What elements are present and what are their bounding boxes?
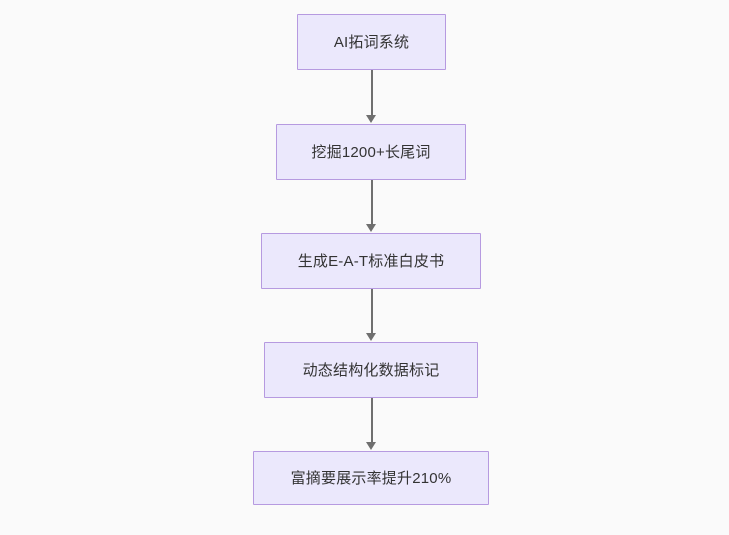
flow-node-label: 挖掘1200+长尾词 — [311, 143, 431, 161]
edge-line — [371, 70, 373, 116]
flow-node-dynamic-structured-data-markup[interactable]: 动态结构化数据标记 — [264, 342, 478, 398]
arrowhead-icon — [366, 333, 377, 341]
flow-node-rich-snippet-rate-increase[interactable]: 富摘要展示率提升210% — [253, 451, 489, 505]
arrowhead-icon — [366, 115, 377, 123]
flow-node-label: 动态结构化数据标记 — [302, 361, 440, 379]
edge-line — [371, 180, 373, 225]
edge-line — [371, 398, 373, 443]
flow-node-mine-longtail-keywords[interactable]: 挖掘1200+长尾词 — [276, 124, 466, 180]
arrowhead-icon — [366, 442, 377, 450]
edge-line — [371, 289, 373, 334]
flow-node-ai-keyword-system[interactable]: AI拓词系统 — [297, 14, 446, 70]
flow-node-label: 富摘要展示率提升210% — [290, 469, 452, 487]
flow-node-label: AI拓词系统 — [333, 33, 410, 51]
arrowhead-icon — [366, 224, 377, 232]
flow-node-label: 生成E-A-T标准白皮书 — [297, 252, 445, 270]
flow-node-generate-eat-whitepaper[interactable]: 生成E-A-T标准白皮书 — [261, 233, 481, 289]
